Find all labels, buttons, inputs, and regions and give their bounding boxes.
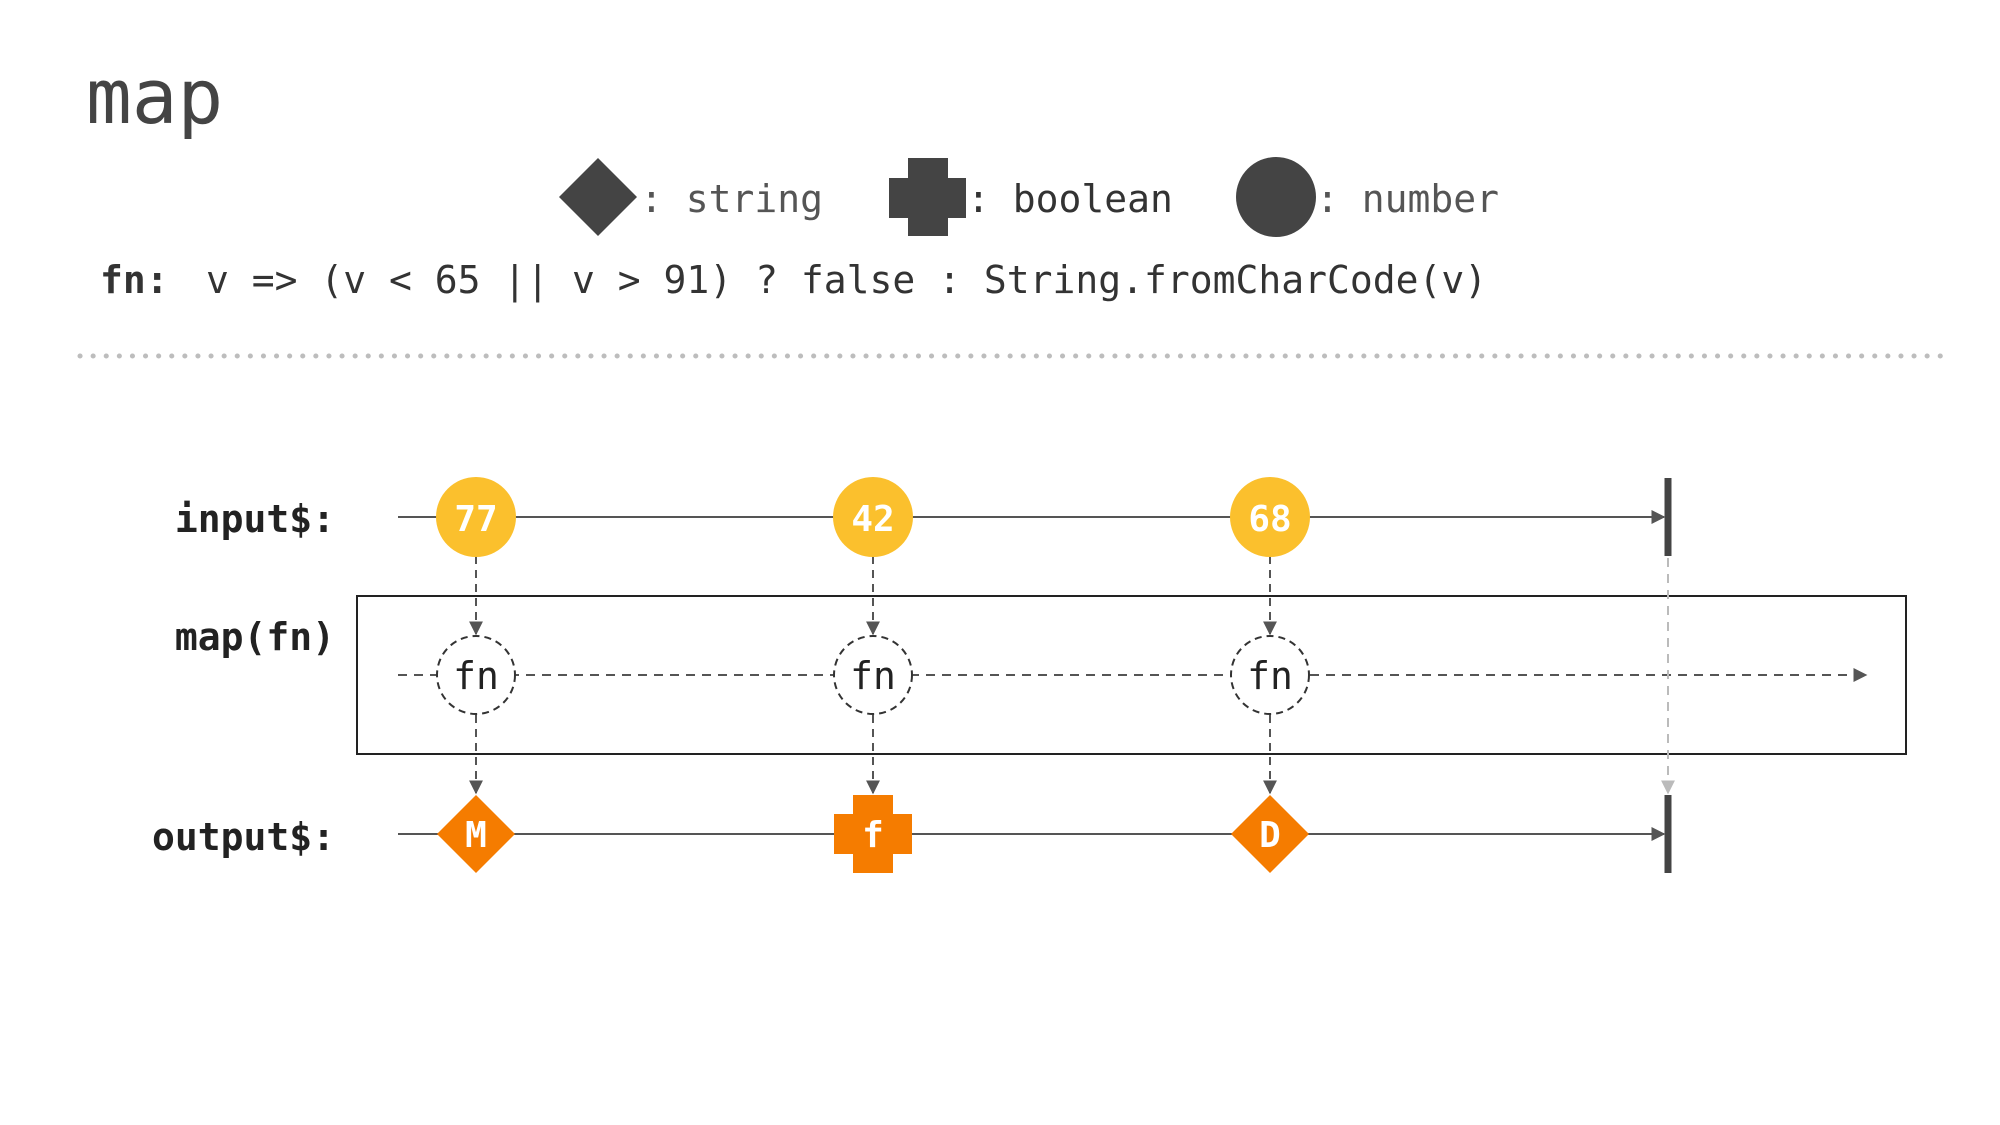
input-marble-value: 77 [454,499,497,540]
legend-label-number: : number [1316,177,1499,221]
fn-node [1230,635,1310,715]
fn-definition: fn: v => (v < 65 || v > 91) ? false : Str… [100,258,1487,303]
row-label-output: output$: [152,815,335,859]
fn-node-label: fn [1247,654,1293,698]
fn-node [436,635,516,715]
event-column: fn 77 M [436,477,516,873]
fn-node-label: fn [453,654,499,698]
input-marble [436,477,516,557]
output-marble-value: D [1259,815,1281,856]
page-title: map [86,52,223,141]
output-marble-diamond [1231,795,1309,873]
legend-item-boolean: : boolean [889,158,1173,236]
legend-label-boolean: : boolean [967,177,1173,221]
fn-body: v => (v < 65 || v > 91) ? false : String… [206,258,1487,303]
legend: : string : boolean : number [559,157,1499,237]
fn-prefix: fn: [100,258,169,302]
input-marble-value: 68 [1248,499,1291,540]
row-label-operator: map(fn) [175,615,335,659]
legend-item-number: : number [1236,157,1499,237]
operator-box [356,595,1907,755]
fn-node [833,635,913,715]
input-marble [833,477,913,557]
circle-icon [1236,157,1316,237]
input-marble-value: 42 [851,499,894,540]
diamond-icon [559,158,637,236]
legend-label-string: : string [640,177,823,221]
output-marble-value: f [862,815,884,856]
output-marble-diamond [437,795,515,873]
output-marble-value: M [465,815,487,856]
event-column: fn 68 D [1230,477,1310,873]
row-label-input: input$: [175,497,335,541]
event-column: fn 42 f [833,477,913,873]
legend-item-string: : string [559,158,823,236]
output-marble-cross [834,795,912,873]
fn-node-label: fn [850,654,896,698]
cross-icon [889,158,966,236]
input-marble [1230,477,1310,557]
